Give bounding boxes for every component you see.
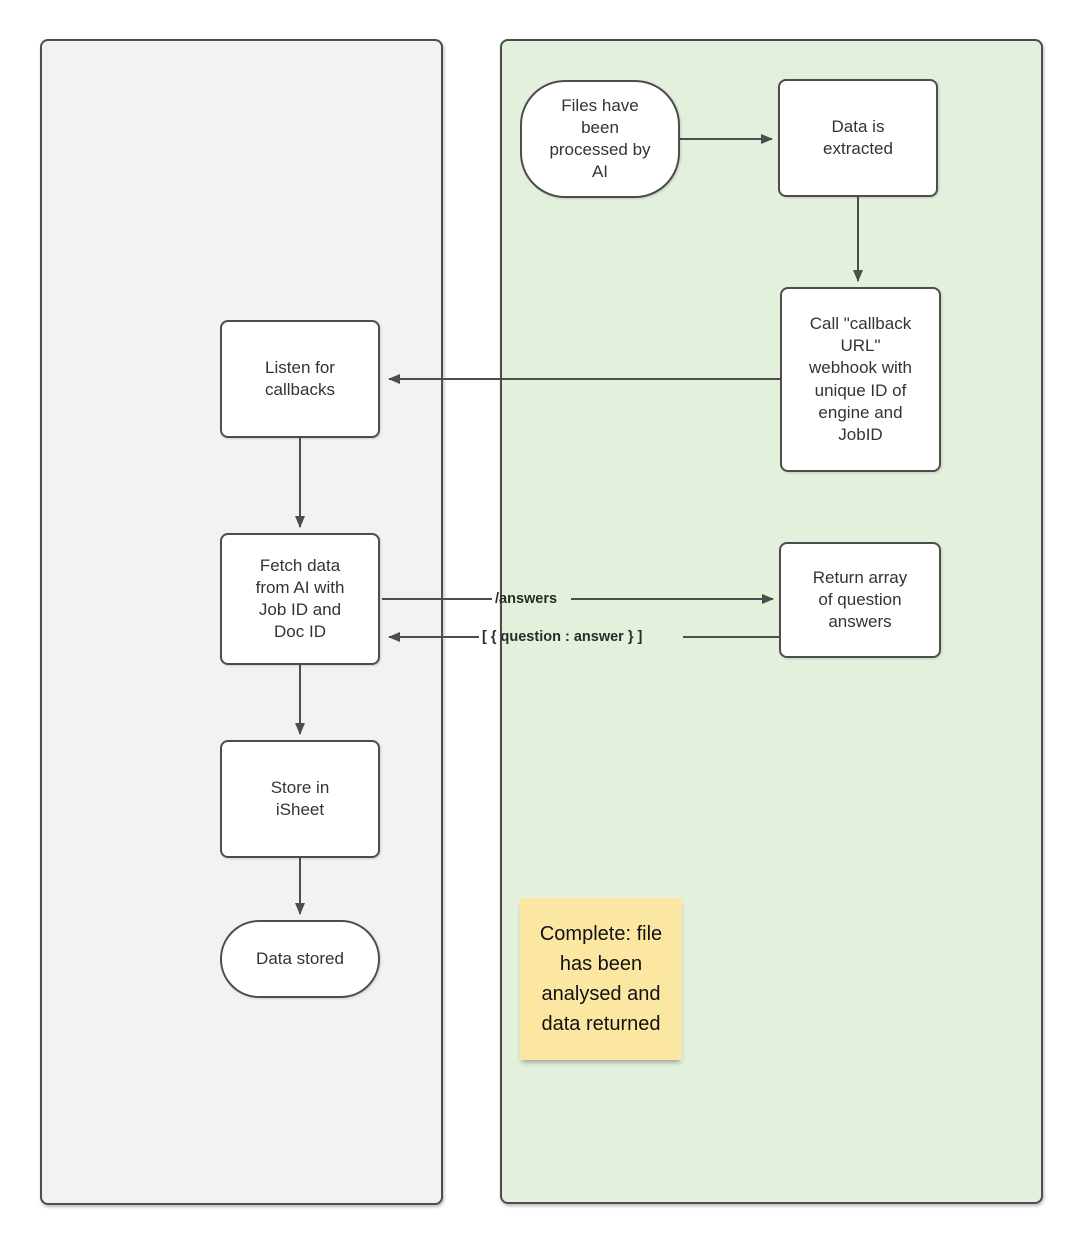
- edge-label-question-answer: [ { question : answer } ]: [482, 629, 643, 645]
- node-store-in-isheet: Store in iSheet: [220, 740, 380, 858]
- node-call-callback-webhook: Call "callback URL" webhook with unique …: [780, 287, 941, 472]
- edge-label-answers: /answers: [495, 591, 558, 607]
- node-data-stored: Data stored: [220, 920, 380, 998]
- node-listen-for-callbacks: Listen for callbacks: [220, 320, 380, 438]
- node-fetch-data: Fetch data from AI with Job ID and Doc I…: [220, 533, 380, 665]
- sticky-note-complete: Complete: file has been analysed and dat…: [520, 898, 682, 1060]
- node-return-array: Return array of question answers: [779, 542, 941, 658]
- node-data-extracted: Data is extracted: [778, 79, 938, 197]
- node-files-processed: Files have been processed by AI: [520, 80, 680, 198]
